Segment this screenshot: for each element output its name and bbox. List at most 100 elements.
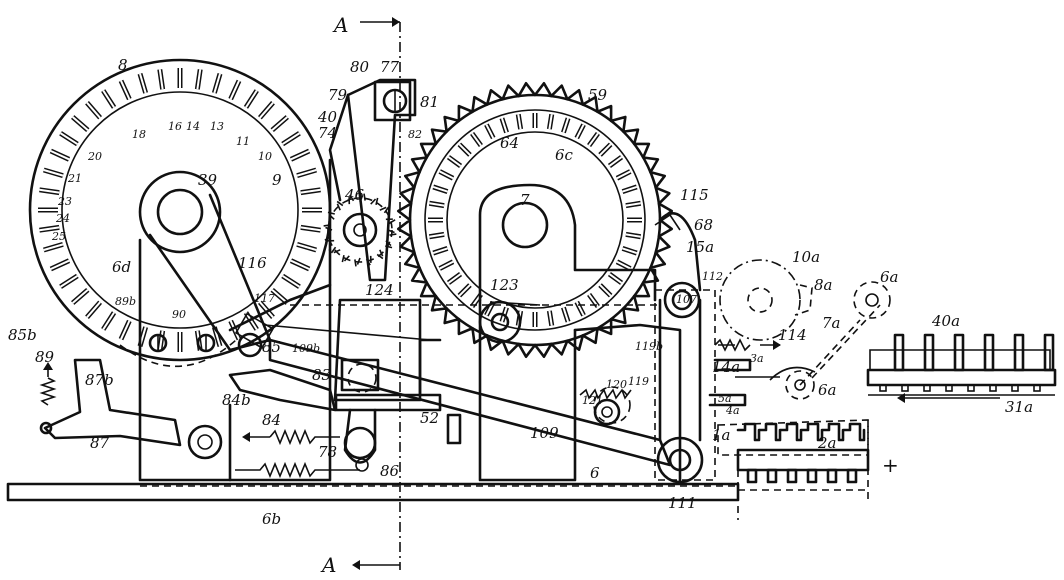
- label-3a: 3a: [750, 352, 764, 365]
- small-parts-3a-5a: [708, 338, 781, 407]
- dial-slot-inner: [282, 132, 300, 145]
- label-40a: 40a: [931, 312, 960, 330]
- label-6b: 6b: [262, 510, 281, 528]
- label-89: 89: [35, 348, 55, 366]
- dial-slot-inner: [102, 312, 115, 330]
- large-gear-slot-inner: [575, 301, 585, 316]
- large-gear-slot-inner: [608, 156, 623, 167]
- label-64: 64: [500, 134, 519, 152]
- label-117: 117: [254, 292, 275, 305]
- rack-lower-tooth: [746, 468, 758, 484]
- dial-slot-inner: [245, 90, 258, 108]
- dial-slot-inner: [72, 116, 89, 131]
- large-gear-slot-inner: [625, 233, 641, 238]
- label-plus: +: [882, 453, 899, 477]
- dial-slot-inner: [271, 116, 288, 131]
- labels: 8 20 18 16 14 13 11 10 9 21 23 24 25 39 …: [8, 13, 1033, 577]
- base-bar: [6, 482, 740, 502]
- lever-arm: [148, 193, 275, 358]
- rack-upper-teeth: [736, 422, 866, 442]
- label-123: 123: [490, 276, 519, 294]
- rack-lower-tooth: [806, 468, 818, 484]
- rack-lower-tooth: [786, 468, 798, 484]
- dial-slot-inner: [290, 150, 310, 161]
- large-gear-slot-inner: [500, 117, 508, 133]
- dial-slot-inner: [72, 289, 89, 304]
- dial-slot-inner: [43, 243, 64, 251]
- dial-slot-inner: [282, 275, 300, 288]
- label-81: 81: [420, 93, 439, 111]
- dial-slot-inner: [120, 320, 131, 340]
- dial-slot-inner: [39, 188, 60, 194]
- label-31a: 31a: [1005, 398, 1033, 416]
- large-gear-slot-inner: [575, 124, 585, 139]
- dial-slot-inner: [60, 132, 78, 145]
- label-23: 23: [57, 195, 72, 208]
- label-59: 59: [588, 86, 608, 104]
- label-114: 114: [778, 326, 807, 344]
- spring-119: [579, 386, 632, 426]
- dial-slot-inner: [229, 80, 240, 100]
- large-gear-slot-inner: [429, 202, 445, 207]
- label-20: 20: [87, 150, 102, 163]
- large-gear-slot-inner: [485, 124, 495, 139]
- dial-slot-inner: [300, 188, 321, 194]
- label-107: 107: [676, 293, 697, 306]
- label-89b: 89b: [115, 295, 136, 308]
- label-6: 6: [590, 464, 600, 482]
- label-83: 83: [312, 366, 331, 384]
- rack-tooth-lower: [989, 384, 997, 392]
- rack-tooth-lower: [879, 384, 887, 392]
- large-gear-slot-inner: [471, 132, 482, 147]
- label-7a: 7a: [822, 314, 841, 332]
- label-24: 24: [55, 212, 70, 225]
- pin-52: [446, 413, 462, 445]
- large-gear-slot-inner: [429, 233, 445, 238]
- large-gear-slot-inner: [447, 273, 462, 284]
- dial-slot-inner: [245, 312, 258, 330]
- large-gear-slot-inner: [599, 284, 612, 297]
- large-gear-slot-inner: [447, 156, 462, 167]
- large-gear-slot-inner: [432, 247, 448, 255]
- large-gear-slot-inner: [616, 170, 631, 180]
- dial-slot-inner: [271, 289, 288, 304]
- dial-slot-inner: [86, 301, 101, 318]
- large-gear-slot-inner: [562, 307, 570, 323]
- dial-slot-inner: [139, 73, 147, 94]
- frame-right: [573, 281, 716, 484]
- frame-plate: [138, 158, 332, 482]
- rack-tooth: [893, 333, 905, 372]
- rack-tooth: [953, 333, 965, 372]
- small-gear: [319, 189, 401, 271]
- large-gear-slot-inner: [599, 143, 612, 156]
- dial-slot-inner: [296, 169, 317, 177]
- label-121: 121: [582, 394, 603, 407]
- label-109: 109: [530, 424, 559, 442]
- dial-slot-inner: [50, 259, 70, 270]
- large-gear-slot-inner: [517, 114, 522, 130]
- rack-2a: [717, 419, 870, 520]
- label-119b: 119b: [635, 340, 663, 353]
- large-gear-slot-inner: [458, 284, 471, 297]
- label-87b: 87b: [85, 371, 114, 389]
- large-gear-slot-inner: [588, 132, 599, 147]
- label-124: 124: [365, 281, 394, 299]
- large-gear-slot-inner: [562, 117, 570, 133]
- label-84b: 84b: [222, 391, 251, 409]
- label-6d: 6d: [112, 258, 131, 276]
- dial-slot-inner: [196, 69, 202, 90]
- label-6a-top: 6a: [880, 268, 899, 286]
- large-gear-slot-inner: [622, 185, 638, 193]
- label-11: 11: [236, 135, 250, 148]
- rack-tooth: [923, 333, 935, 372]
- rack-tooth-lower: [1033, 384, 1041, 392]
- dial-slot-inner: [158, 330, 164, 351]
- label-8: 8: [118, 56, 128, 74]
- rack-tooth-lower: [923, 384, 931, 392]
- label-14: 14: [186, 120, 200, 133]
- label-10a: 10a: [792, 248, 820, 266]
- rack-lower-tooth: [826, 468, 838, 484]
- label-39: 39: [198, 171, 218, 189]
